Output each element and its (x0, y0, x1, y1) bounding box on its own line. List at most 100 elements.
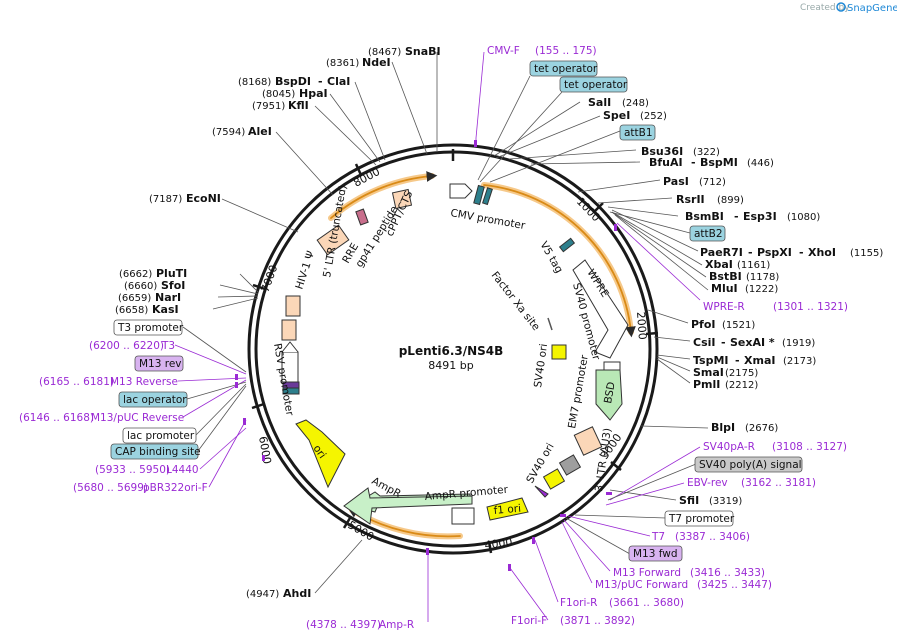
primer-t7-name: T7 (651, 531, 665, 543)
credit-brand: SnapGene (847, 3, 897, 14)
primer-m13pucfwd-pos: (3425 .. 3447) (697, 579, 772, 591)
site-sfii-name: SfiI (679, 494, 699, 507)
site-mlui-pos: (1222) (745, 284, 778, 295)
site-pluti-pos: (6662) (119, 269, 152, 280)
features (281, 183, 629, 525)
rre-box (316, 224, 350, 256)
primer-sv40par-name: SV40pA-R (703, 441, 755, 453)
primer-labels: CMV-F (155 .. 175) WPRE-R (1301 .. 1321)… (19, 45, 848, 631)
em7-mark (603, 361, 621, 371)
site-xhoi-name: XhoI (808, 246, 836, 259)
credit-prefix: Created by (800, 3, 850, 13)
boxed-labels: tet operator tet operator attB1 attB2 SV… (110, 60, 803, 562)
primer-t3-pos: (6200 .. 6220) (89, 340, 164, 352)
site-sali-pos: (248) (622, 98, 649, 109)
sv40-ori-center-box (551, 344, 567, 360)
primer-ebvrev-pos: (3162 .. 3181) (741, 477, 816, 489)
svg-text:-: - (734, 210, 739, 223)
cmv-promoter-arrow (449, 183, 473, 199)
em7-promoter-label: EM7 promoter (566, 353, 591, 429)
site-bsu36i-pos: (322) (693, 147, 720, 158)
site-bspmi-name: BspMI (700, 156, 738, 169)
primer-pbr322-pos: (5680 .. 5699) (73, 482, 148, 494)
sv40-polya-box (558, 454, 582, 476)
t3-promoter-label: T3 promoter (117, 322, 184, 334)
site-rsrii-name: RsrII (676, 193, 705, 206)
attb1-box (619, 124, 656, 141)
t7-promoter-label: T7 promoter (668, 513, 735, 525)
site-tspmi-name: TspMI (693, 354, 729, 367)
site-csii-name: CsiI (693, 336, 715, 349)
site-kasi-name: KasI (152, 303, 179, 316)
tet-operator-1-box (529, 60, 598, 77)
primer-f1orir-pos: (3661 .. 3680) (609, 597, 684, 609)
primer-f1orir-name: F1ori-R (560, 597, 597, 609)
attb1-mark (481, 187, 493, 206)
cap-binding-site-box (110, 443, 199, 460)
site-pluti-name: PluTI (156, 267, 187, 280)
ruler-6000: 6000 (256, 435, 274, 465)
site-ahdi-pos: (4947) (246, 589, 279, 600)
site-spei-name: SpeI (603, 109, 630, 122)
psi-box (285, 295, 301, 317)
plasmid-name: pLenti6.3/NS4B (399, 344, 504, 358)
site-kfli-name: KflI (288, 99, 309, 112)
site-clai-sep: - (318, 75, 323, 88)
sv40-promoter-shape (572, 259, 629, 359)
primer-wprer-name: WPRE-R (703, 301, 745, 313)
svg-text:-: - (691, 156, 696, 169)
site-xbai-name: XbaI (705, 258, 733, 271)
ruler-ticks (251, 163, 659, 554)
factor-xa-label: Factor Xa site (489, 269, 542, 333)
bsd-label: BSD (602, 381, 618, 405)
site-sexai-name: SexAI * (730, 336, 775, 349)
factor-xa-mark (547, 317, 553, 331)
site-bfuai-name: BfuAI (649, 156, 683, 169)
m13-fwd-box (628, 545, 683, 562)
site-bfuai-pos: (446) (747, 158, 774, 169)
site-kfli-pos: (7951) (252, 101, 285, 112)
psi-label: HIV-1 Ψ (293, 250, 317, 291)
site-smai-name: SmaI (693, 366, 724, 379)
lac-promoter-label: lac promoter (127, 430, 195, 442)
v5-tag-mark (558, 237, 576, 253)
site-paer7i-pos: (1155) (850, 248, 883, 259)
primer-l4440-pos: (5933 .. 5950) (95, 464, 170, 476)
primer-m13rev-name: M13 Reverse (110, 376, 178, 388)
site-bstbi-pos: (1178) (746, 272, 779, 283)
lac-operator-label: lac operator (123, 394, 187, 406)
ori-shape (295, 419, 346, 489)
site-mlui-name: MluI (711, 282, 738, 295)
site-econi-pos: (7187) (149, 194, 182, 205)
ruler-2000: 2000 (634, 311, 649, 340)
enzymes-right: SalI (248) SpeI (252) Bsu36I (322) BfuAI… (588, 96, 883, 507)
tet-operator-2-label: tet operator (564, 79, 628, 91)
site-ndei-name: NdeI (362, 56, 391, 69)
backbone-outer (247, 143, 659, 555)
primer-leaders (174, 51, 701, 622)
ruler-7000: 7000 (259, 263, 281, 294)
t3-promoter-box (113, 319, 183, 336)
site-nari-name: NarI (155, 291, 181, 304)
enzyme-leaders (212, 52, 709, 594)
primer-cmvf-name: CMV-F (487, 45, 520, 57)
site-smai-pos: (2175) (725, 368, 758, 379)
rsv-promoter-arrowhead (281, 341, 299, 353)
primer-sv40par-pos: (3108 .. 3127) (772, 441, 847, 453)
site-pspxi-name: PspXI (757, 246, 792, 259)
primer-l4440-name: L4440 (166, 464, 199, 476)
primer-m13fwd-name: M13 Forward (613, 567, 681, 579)
sv40-ori-box (542, 468, 566, 490)
tet-operator-1-label: tet operator (534, 63, 598, 75)
site-snabi-name: SnaBI (405, 45, 441, 58)
primer-t3-name: T3 (161, 340, 175, 352)
site-bsu36i-name: Bsu36I (641, 145, 683, 158)
primer-m13pucrev-name: M13/pUC Reverse (91, 412, 184, 424)
site-clai-name: ClaI (327, 75, 350, 88)
primer-ampr-pos: (4378 .. 4397) (306, 619, 381, 631)
cmv-promoter-label: CMV promoter (449, 207, 526, 232)
site-bspdi-name: BspDI (275, 75, 311, 88)
attb2-box (689, 225, 726, 242)
primer-f1orif-pos: (3871 .. 3892) (560, 615, 635, 627)
site-rsrii-pos: (899) (717, 195, 744, 206)
